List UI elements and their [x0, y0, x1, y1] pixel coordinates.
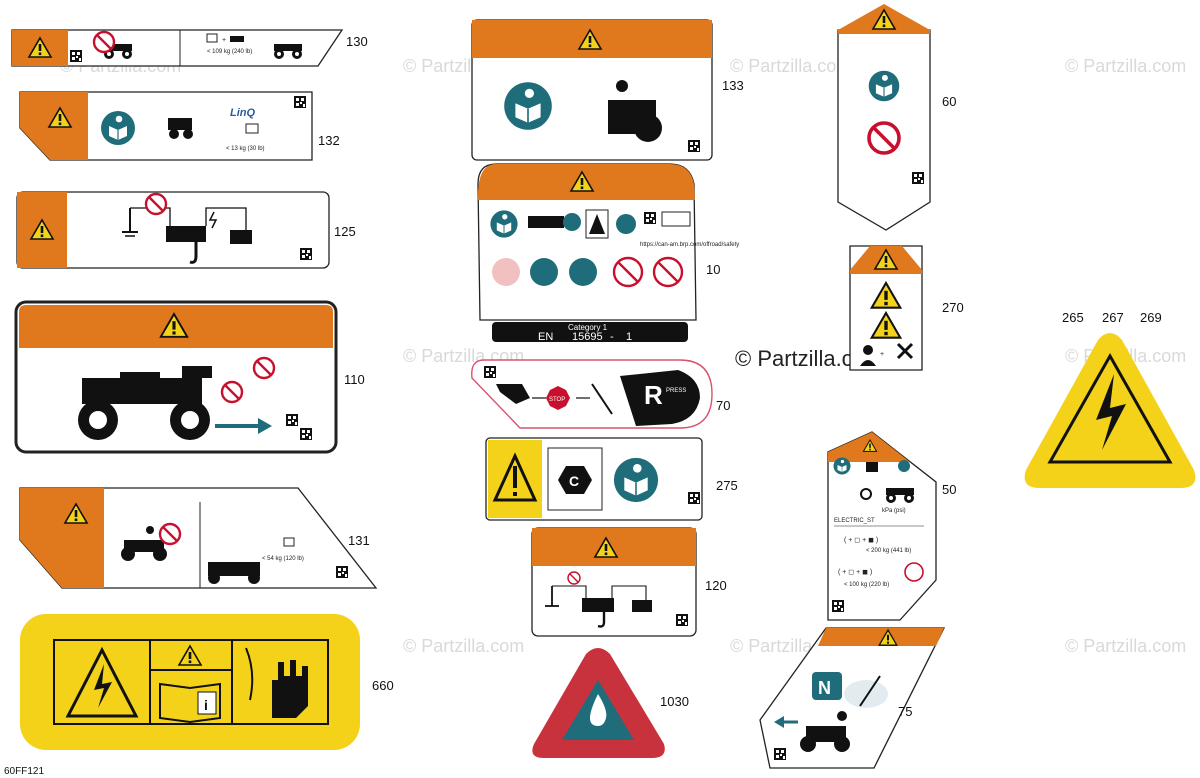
label-70[interactable]: STOP R PRESS 70: [471, 359, 731, 429]
svg-text:+: +: [880, 351, 884, 358]
callout-125: 125: [334, 224, 356, 239]
label-120[interactable]: 120: [531, 527, 727, 637]
label-125[interactable]: 125: [16, 191, 356, 269]
label-50[interactable]: kPa (psi) ELECTRIC_ST ( + ◻ + ◼ ) < 200 …: [827, 431, 956, 621]
safety-url: https://can-am.brp.com/offroad/safety: [640, 242, 739, 248]
callout-60: 60: [942, 94, 956, 109]
weight-text-1: < 200 kg (441 lb): [866, 548, 911, 554]
label-130[interactable]: + < 109 kg (240 lb) 130: [11, 29, 368, 67]
callout-110: 110: [344, 372, 365, 387]
callout-132: 132: [318, 133, 340, 148]
callout-133: 133: [722, 78, 744, 93]
label-133[interactable]: 133: [471, 19, 744, 161]
weight-limit-text: < 109 kg (240 lb): [207, 49, 252, 55]
info-i: i: [204, 697, 208, 713]
callout-120: 120: [705, 578, 727, 593]
watermark: © Partzilla.com: [403, 636, 524, 656]
label-1030[interactable]: 1030: [532, 648, 689, 758]
watermark: © Partzilla.com: [1065, 56, 1186, 76]
callout-75: 75: [898, 704, 912, 719]
pressure-text: kPa (psi): [882, 508, 906, 514]
neutral-n: N: [818, 678, 831, 698]
callout-270: 270: [942, 300, 964, 315]
linq-brand: LinQ: [230, 107, 255, 119]
weight-limit-text: < 13 kg (30 lb): [226, 146, 265, 152]
reverse-r: R: [644, 380, 663, 410]
label-270[interactable]: + 270: [849, 245, 964, 371]
callout-660: 660: [372, 678, 394, 693]
press-text: PRESS: [666, 388, 686, 394]
electric-text: ELECTRIC_ST: [834, 518, 875, 524]
callout-1030: 1030: [660, 694, 689, 709]
callout-50: 50: [942, 482, 956, 497]
callout-265: 265: [1062, 310, 1084, 325]
label-10[interactable]: https://can-am.brp.com/offroad/safety Ca…: [477, 163, 739, 343]
callout-130: 130: [346, 34, 368, 49]
part-text: 1: [626, 331, 632, 343]
callout-275: 275: [716, 478, 738, 493]
label-75[interactable]: N 75: [759, 627, 946, 769]
label-60[interactable]: 60: [837, 4, 956, 231]
dash-text: -: [610, 331, 614, 343]
svg-text:( + ◻ + ◼ ): ( + ◻ + ◼ ): [844, 537, 878, 544]
label-131[interactable]: < 54 kg (120 lb) 131: [19, 487, 378, 589]
callout-131: 131: [348, 533, 370, 548]
label-265-267-269[interactable]: 265 267 269: [1024, 310, 1196, 488]
diagram-code: 60FF121: [4, 766, 44, 777]
label-132[interactable]: LinQ < 13 kg (30 lb) 132: [19, 91, 340, 161]
svg-text:+: +: [222, 37, 226, 44]
category-c: C: [569, 473, 579, 489]
standard-text: 15695: [572, 331, 603, 343]
callout-70: 70: [716, 398, 730, 413]
callout-10: 10: [706, 262, 720, 277]
label-660[interactable]: i 660: [20, 614, 394, 750]
callout-269: 269: [1140, 310, 1162, 325]
stop-text: STOP: [549, 397, 565, 403]
label-110[interactable]: 110: [14, 300, 365, 454]
watermark: © Partzilla.com: [730, 56, 851, 76]
en-text: EN: [538, 331, 553, 343]
category-text: Category 1: [568, 323, 608, 332]
watermark: © Partzilla.com: [1065, 636, 1186, 656]
weight-text-2: < 100 kg (220 lb): [844, 582, 889, 588]
callout-267: 267: [1102, 310, 1124, 325]
svg-text:( + ◻ + ◼ ): ( + ◻ + ◼ ): [838, 569, 872, 576]
label-275[interactable]: C 275: [485, 437, 738, 521]
weight-limit-text: < 54 kg (120 lb): [262, 556, 304, 562]
